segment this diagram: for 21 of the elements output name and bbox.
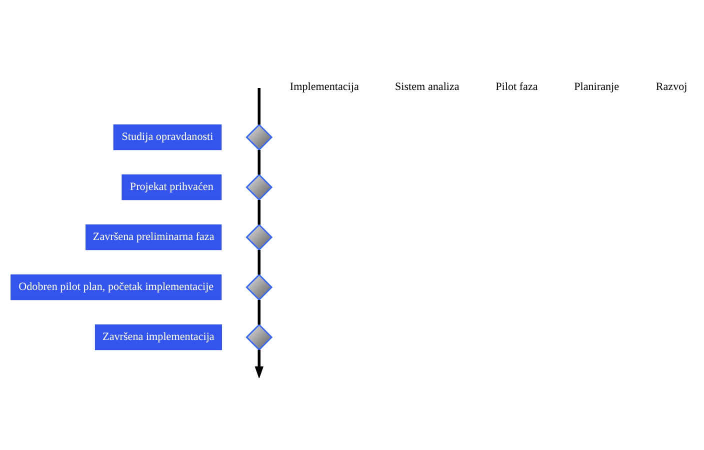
node-diamond <box>246 174 273 201</box>
label: Planiranje <box>574 80 620 93</box>
label: Implementacija <box>290 80 359 93</box>
label: Razvoj <box>656 80 688 93</box>
node-diamond <box>246 274 273 301</box>
connector <box>258 300 261 325</box>
arrow <box>254 350 264 378</box>
node-box: Završena implementacija <box>94 324 222 350</box>
node-diamond <box>246 224 273 251</box>
connector <box>258 88 261 125</box>
node-box: Odobren pilot plan, početak implementacije <box>10 274 222 300</box>
node-box: Završena preliminarna faza <box>86 224 222 250</box>
connector <box>258 150 261 175</box>
label: Sistem analiza <box>394 80 460 93</box>
node-box: Projekat prihvaćen <box>122 174 222 200</box>
node-diamond <box>246 324 273 351</box>
connector <box>258 250 261 275</box>
label: Pilot faza <box>496 80 538 93</box>
connector <box>258 200 261 225</box>
node-diamond <box>246 124 273 151</box>
node-box: Studija opravdanosti <box>113 124 222 150</box>
